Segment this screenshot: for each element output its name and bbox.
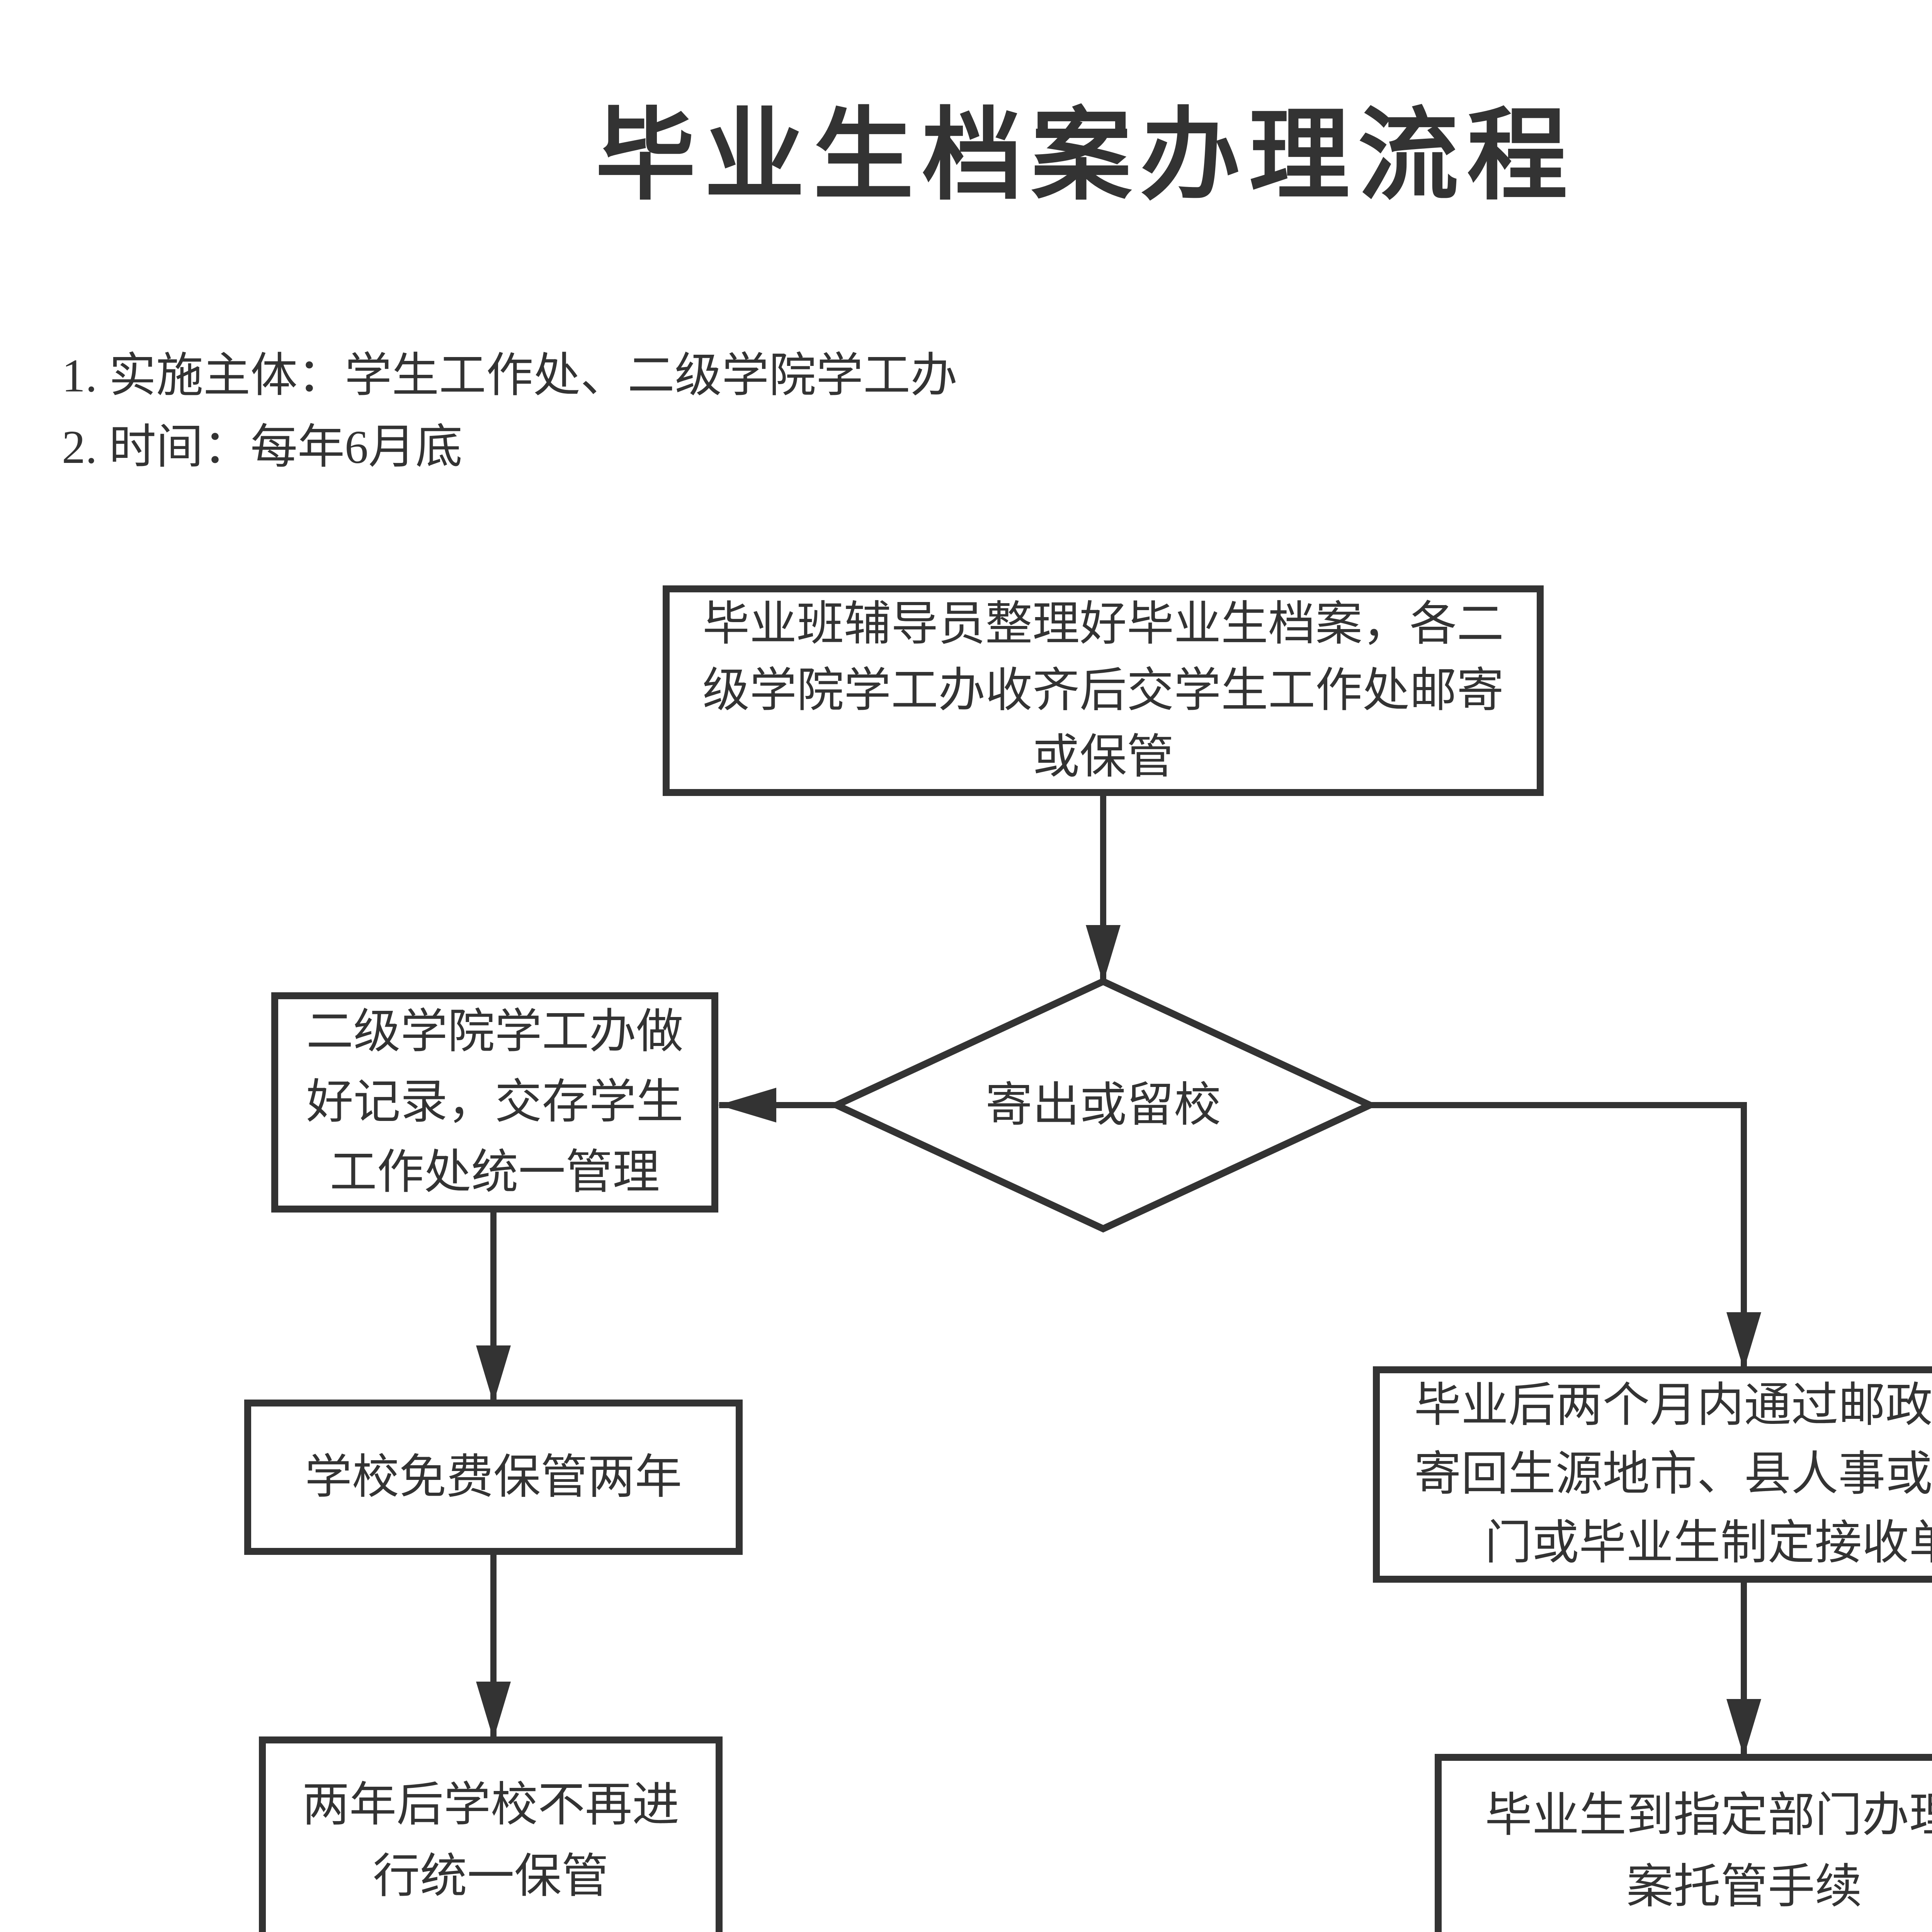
arrow-decision-to-mail — [1369, 1102, 1761, 1370]
node-expire: 两年后学校不再进 行统一保管 — [259, 1736, 723, 1932]
node-record: 二级学院学工办做 好记录，交存学生 工作处统一管理 — [271, 992, 718, 1213]
node-decision-label: 寄出或留校 — [985, 1079, 1221, 1131]
notes-block: 1. 实施主体：学生工作处、二级学院学工办 2. 时间：每年6月底 — [62, 340, 957, 483]
page-title: 毕业生档案办理流程 — [595, 101, 1576, 212]
node-mail: 毕业后两个月内通过邮政部门邮 寄回生源地市、县人事或社保部 门或毕业生制定接收单… — [1373, 1366, 1932, 1583]
node-start: 毕业班辅导员整理好毕业生档案，各二 级学院学工办收齐后交学生工作处邮寄 或保管 — [663, 585, 1544, 796]
note-time: 2. 时间：每年6月底 — [62, 421, 463, 473]
note-implementer: 1. 实施主体：学生工作处、二级学院学工办 — [62, 350, 957, 402]
node-deposit: 毕业生到指定部门办理档 案托管手续 — [1435, 1754, 1932, 1932]
decision-diamond-shape — [828, 978, 1378, 1233]
node-keep: 学校免费保管两年 — [244, 1400, 743, 1555]
